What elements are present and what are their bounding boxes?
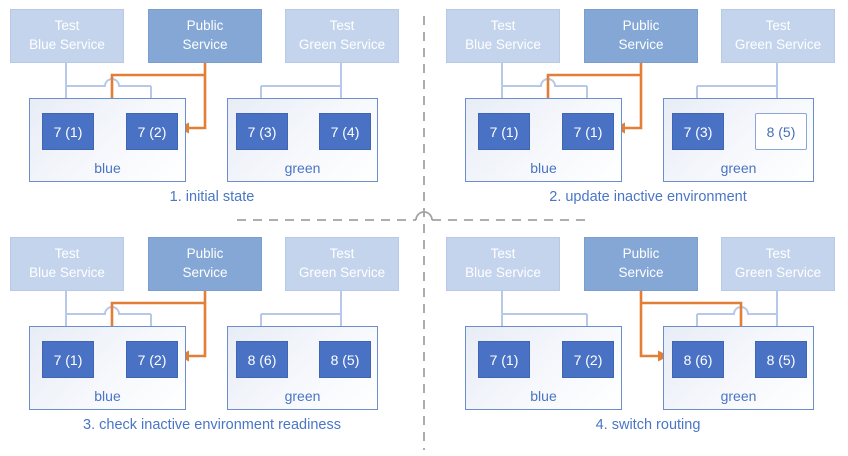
test-green-service-box: Test Green Service	[285, 9, 399, 63]
test-blue-service-box: Test Blue Service	[10, 9, 124, 63]
wire-public-to-pod2	[625, 61, 643, 130]
step-caption: 3. check inactive environment readiness	[83, 417, 341, 433]
environment-label: blue	[530, 388, 557, 404]
environment-label: blue	[94, 160, 121, 176]
blue-environment-box: 7 (1) 7 (1) blue	[465, 98, 622, 182]
quadrant-switch-routing: Test Blue Service Public Service Test Gr…	[436, 228, 848, 456]
environment-label: blue	[530, 160, 557, 176]
service-label: Blue Service	[29, 265, 105, 280]
wire-test-blue-split-with-hop	[66, 78, 151, 87]
green-environment-box: 8 (6) 8 (5) green	[227, 326, 378, 410]
wire-test-green-split-with-hop	[697, 306, 777, 315]
pod: 7 (3)	[672, 113, 724, 150]
green-environment-box: 7 (3) 8 (5) green	[663, 98, 814, 182]
public-service-box: Public Service	[148, 237, 262, 291]
wire-public-to-green-pod1	[639, 289, 658, 358]
blue-environment-box: 7 (1) 7 (2) blue	[29, 326, 186, 410]
service-label: Public	[622, 246, 660, 262]
pod: 7 (1)	[562, 113, 614, 150]
environment-label: blue	[94, 388, 121, 404]
quadrant-check-readiness: Test Blue Service Public Service Test Gr…	[0, 228, 424, 456]
service-label: Service	[182, 37, 228, 52]
public-service-box: Public Service	[148, 9, 262, 63]
pod: 7 (4)	[319, 113, 371, 150]
service-label: Test	[490, 246, 516, 262]
step-caption: 1. initial state	[169, 189, 255, 205]
pod: 8 (6)	[236, 341, 288, 378]
test-green-service-box: Test Green Service	[721, 9, 835, 63]
test-green-service-box: Test Green Service	[285, 237, 399, 291]
service-label: Test	[54, 246, 80, 262]
public-service-box: Public Service	[584, 237, 698, 291]
blue-environment-box: 7 (1) 7 (2) blue	[29, 98, 186, 182]
service-label: Green Service	[298, 265, 386, 280]
service-label: Test	[490, 18, 516, 34]
service-label: Test	[54, 18, 80, 34]
wire-public-to-pod2	[189, 289, 207, 358]
test-blue-service-box: Test Blue Service	[446, 237, 560, 291]
pod: 7 (1)	[478, 341, 530, 378]
environment-label: green	[720, 388, 757, 404]
service-label: Blue Service	[29, 37, 105, 52]
service-label: Test	[765, 18, 791, 34]
service-label: Blue Service	[465, 37, 541, 52]
pod: 7 (2)	[126, 341, 178, 378]
test-blue-service-box: Test Blue Service	[10, 237, 124, 291]
service-label: Test	[329, 246, 355, 262]
pod: 8 (5)	[319, 341, 371, 378]
pod: 7 (3)	[236, 113, 288, 150]
test-green-service-box: Test Green Service	[721, 237, 835, 291]
pod: 8 (5)	[755, 341, 807, 378]
environment-label: green	[284, 160, 321, 176]
step-caption: 2. update inactive environment	[549, 189, 747, 205]
service-label: Public	[622, 18, 660, 34]
wire-test-blue-split-with-hop	[66, 306, 151, 315]
environment-label: green	[720, 160, 757, 176]
quadrant-initial-state: Test Blue Service Public Service Test Gr…	[0, 0, 424, 228]
pod: 7 (2)	[562, 341, 614, 378]
service-label: Test	[765, 246, 791, 262]
service-label: Service	[182, 265, 228, 280]
test-blue-service-box: Test Blue Service	[446, 9, 560, 63]
service-label: Blue Service	[465, 265, 541, 280]
pod: 7 (2)	[126, 113, 178, 150]
blue-environment-box: 7 (1) 7 (2) blue	[465, 326, 622, 410]
wire-test-blue-split-with-hop	[502, 78, 587, 87]
quadrant-update-inactive: Test Blue Service Public Service Test Gr…	[436, 0, 848, 228]
service-label: Public	[186, 246, 224, 262]
service-label: Green Service	[734, 265, 822, 280]
pod: 7 (1)	[478, 113, 530, 150]
public-service-box: Public Service	[584, 9, 698, 63]
step-caption: 4. switch routing	[595, 417, 701, 433]
service-label: Green Service	[734, 37, 822, 52]
environment-label: green	[284, 388, 321, 404]
green-environment-box: 8 (6) 8 (5) green	[663, 326, 814, 410]
service-label: Public	[186, 18, 224, 34]
service-label: Green Service	[298, 37, 386, 52]
green-environment-box: 7 (3) 7 (4) green	[227, 98, 378, 182]
pod: 8 (6)	[672, 341, 724, 378]
service-label: Service	[618, 37, 664, 52]
pod-new-version: 8 (5)	[755, 113, 807, 150]
pod: 7 (1)	[42, 341, 94, 378]
pod: 7 (1)	[42, 113, 94, 150]
wire-public-to-pod2	[189, 61, 207, 130]
service-label: Test	[329, 18, 355, 34]
service-label: Service	[618, 265, 664, 280]
